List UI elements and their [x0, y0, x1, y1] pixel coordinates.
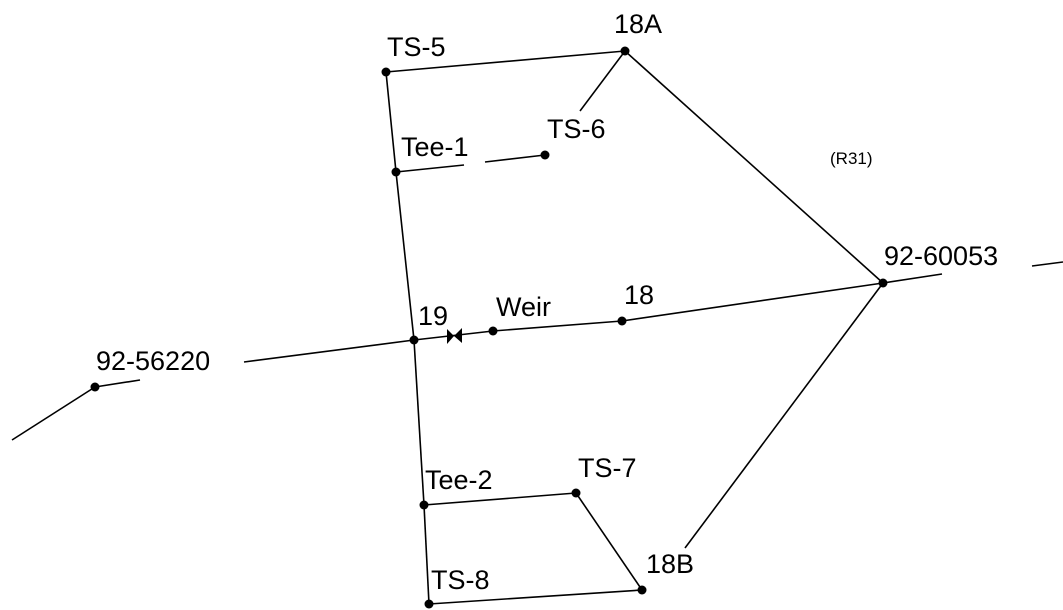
link-9256220-underline — [94, 379, 141, 388]
link-9260053-underline — [1031, 261, 1063, 267]
nodes — [90, 46, 888, 609]
label-9256220: 92-56220 — [96, 346, 210, 376]
link-19-tee2 — [413, 339, 425, 506]
link-9256220-19 — [243, 339, 415, 363]
node-18 — [617, 316, 627, 326]
node-ts5 — [381, 67, 391, 77]
node-tee1 — [391, 167, 401, 177]
node-18b — [637, 585, 647, 595]
node-ts6 — [540, 150, 550, 160]
label-ts6: TS-6 — [547, 114, 606, 144]
label-ts7: TS-7 — [578, 453, 637, 483]
node-18a — [620, 46, 630, 56]
pipe-links — [11, 50, 1063, 605]
node-9256220 — [90, 382, 100, 392]
link-ts8-18b — [428, 589, 643, 605]
link-tee2-ts8 — [423, 504, 430, 605]
link-9260053-right — [882, 273, 943, 284]
link-ts5-tee1 — [385, 71, 397, 173]
node-weir — [488, 326, 498, 336]
node-9260053 — [878, 278, 888, 288]
label-ts8: TS-8 — [431, 565, 490, 595]
region-label: (R31) — [830, 149, 873, 168]
label-weir: Weir — [496, 292, 551, 322]
link-18a-ts6 — [579, 50, 626, 112]
link-tee1-19 — [395, 171, 415, 341]
link-18a-9260053 — [624, 50, 884, 284]
valve-icon — [447, 328, 462, 344]
link-tee1-ts6-a — [395, 164, 465, 173]
link-ts7-18b — [575, 492, 643, 591]
link-9256220-left — [11, 386, 96, 441]
label-9260053: 92-60053 — [884, 241, 998, 271]
link-ts5-18a — [385, 50, 626, 73]
link-tee2-ts7 — [423, 492, 577, 506]
labels: TS-5 18A TS-6 Tee-1 92-60053 19 Weir 18 … — [96, 9, 998, 595]
label-18a: 18A — [614, 9, 662, 39]
node-tee2 — [419, 500, 429, 510]
label-ts5: TS-5 — [387, 32, 446, 62]
link-9260053-18b — [684, 282, 884, 549]
label-18b: 18B — [646, 549, 694, 579]
label-tee1: Tee-1 — [401, 132, 469, 162]
link-tee1-ts6-b — [484, 154, 546, 163]
node-ts8 — [424, 599, 434, 609]
link-18-9260053 — [621, 282, 884, 322]
node-ts7 — [571, 488, 581, 498]
node-19 — [409, 335, 419, 345]
label-19: 19 — [418, 301, 448, 331]
label-18: 18 — [624, 280, 654, 310]
label-tee2: Tee-2 — [425, 465, 493, 495]
link-weir-18 — [492, 320, 623, 332]
